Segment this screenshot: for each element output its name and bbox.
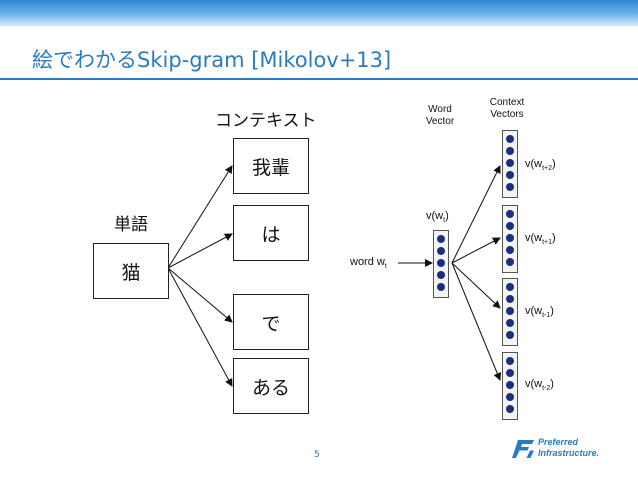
context-vector-label-3: v(wt-1) [525, 305, 554, 319]
context-vector-label-text: v(w [525, 158, 543, 170]
arrow-to-vec-1 [451, 165, 501, 264]
context-vector-label-close: ) [550, 378, 554, 390]
context-vector-label-sub: t-1 [542, 312, 551, 320]
vector-dot [506, 246, 514, 254]
vector-dot [506, 393, 514, 401]
vector-dot [506, 283, 514, 291]
word-label: 単語 [114, 215, 148, 235]
center-word-box: 猫 [93, 243, 169, 299]
context-vector-label-sub: t-2 [542, 385, 551, 393]
context-vector-column-3 [502, 278, 518, 346]
vector-dot [437, 235, 445, 243]
context-vector-column-1 [502, 130, 518, 198]
logo-line2: Infrastructure. [538, 448, 600, 458]
vector-dot [437, 247, 445, 255]
vector-dot [506, 222, 514, 230]
context-vector-label-1: v(wt+2) [525, 158, 556, 172]
context-vector-label-sub: t+2 [542, 165, 553, 173]
center-word-text: 猫 [121, 261, 141, 284]
vector-dot [506, 210, 514, 218]
vector-dot [506, 331, 514, 339]
slide-title: 絵でわかるSkip-gram [Mikolov+13] [32, 48, 392, 72]
context-vectors-header: Context Vectors [484, 97, 530, 121]
vector-dot [506, 307, 514, 315]
word-vector-header-line2: Vector [425, 116, 455, 127]
word-vector-close: ) [445, 210, 449, 222]
vector-dot [506, 135, 514, 143]
vector-dot [506, 159, 514, 167]
context-vectors-header-line1: Context [489, 97, 525, 108]
arrow-to-context-4 [167, 267, 233, 387]
word-vector-header-line1: Word [428, 104, 452, 115]
context-vector-label-text: v(w [525, 232, 543, 244]
context-vector-label-2: v(wt+1) [525, 232, 556, 246]
vector-dot [506, 295, 514, 303]
input-word-label: word wt [350, 256, 387, 270]
context-word-box-1: 我輩 [233, 138, 309, 194]
header-band [0, 0, 638, 26]
context-label: コンテキスト [215, 111, 317, 131]
arrow-to-context-3 [167, 267, 233, 323]
arrow-to-vec-4 [451, 262, 502, 381]
preferred-infrastructure-logo-icon [512, 440, 534, 458]
context-word-box-4: ある [233, 358, 309, 414]
logo-line1: Preferred [538, 437, 579, 447]
vector-dot [506, 319, 514, 327]
context-word-box-3: で [233, 294, 309, 350]
context-word-text-2: は [261, 223, 281, 246]
word-vector-column [433, 230, 449, 298]
arrow-to-vec-3 [451, 262, 501, 309]
vector-dot [506, 234, 514, 242]
arrow-to-context-1 [167, 165, 233, 269]
logo-text: Preferred Infrastructure. [538, 437, 599, 459]
context-word-text-4: ある [251, 376, 290, 399]
context-vector-column-2 [502, 205, 518, 273]
context-vector-label-close: ) [550, 305, 554, 317]
vector-dot [506, 147, 514, 155]
word-vector-header: Word Vector [420, 104, 460, 128]
input-word-sub: t [384, 263, 387, 271]
context-vector-label-text: v(w [525, 305, 543, 317]
word-vector-label: v(wt) [426, 210, 449, 224]
vector-dot [506, 369, 514, 377]
context-word-text-3: で [261, 312, 281, 335]
vector-dot [506, 171, 514, 179]
context-word-text-1: 我輩 [251, 156, 290, 179]
vector-dot [506, 183, 514, 191]
context-vector-label-close: ) [552, 158, 556, 170]
vector-dot [437, 283, 445, 291]
vector-dot [506, 405, 514, 413]
input-word-text: word w [350, 256, 385, 268]
context-vector-label-4: v(wt-2) [525, 378, 554, 392]
vector-dot [506, 357, 514, 365]
context-vector-label-close: ) [552, 232, 556, 244]
context-word-box-2: は [233, 205, 309, 261]
vector-dot [437, 271, 445, 279]
word-vector-text: v(w [426, 210, 444, 222]
context-vector-label-sub: t+1 [542, 239, 553, 247]
arrow-to-context-2 [167, 233, 233, 269]
context-vector-column-4 [502, 352, 518, 420]
vector-dot [437, 259, 445, 267]
vector-dot [506, 381, 514, 389]
arrow-to-vec-2 [451, 237, 501, 264]
title-divider [0, 78, 638, 80]
vector-dot [506, 258, 514, 266]
page-number: 5 [314, 450, 320, 460]
context-vectors-header-line2: Vectors [490, 109, 524, 120]
context-vector-label-text: v(w [525, 378, 543, 390]
word-vector-sub: t [443, 217, 446, 225]
